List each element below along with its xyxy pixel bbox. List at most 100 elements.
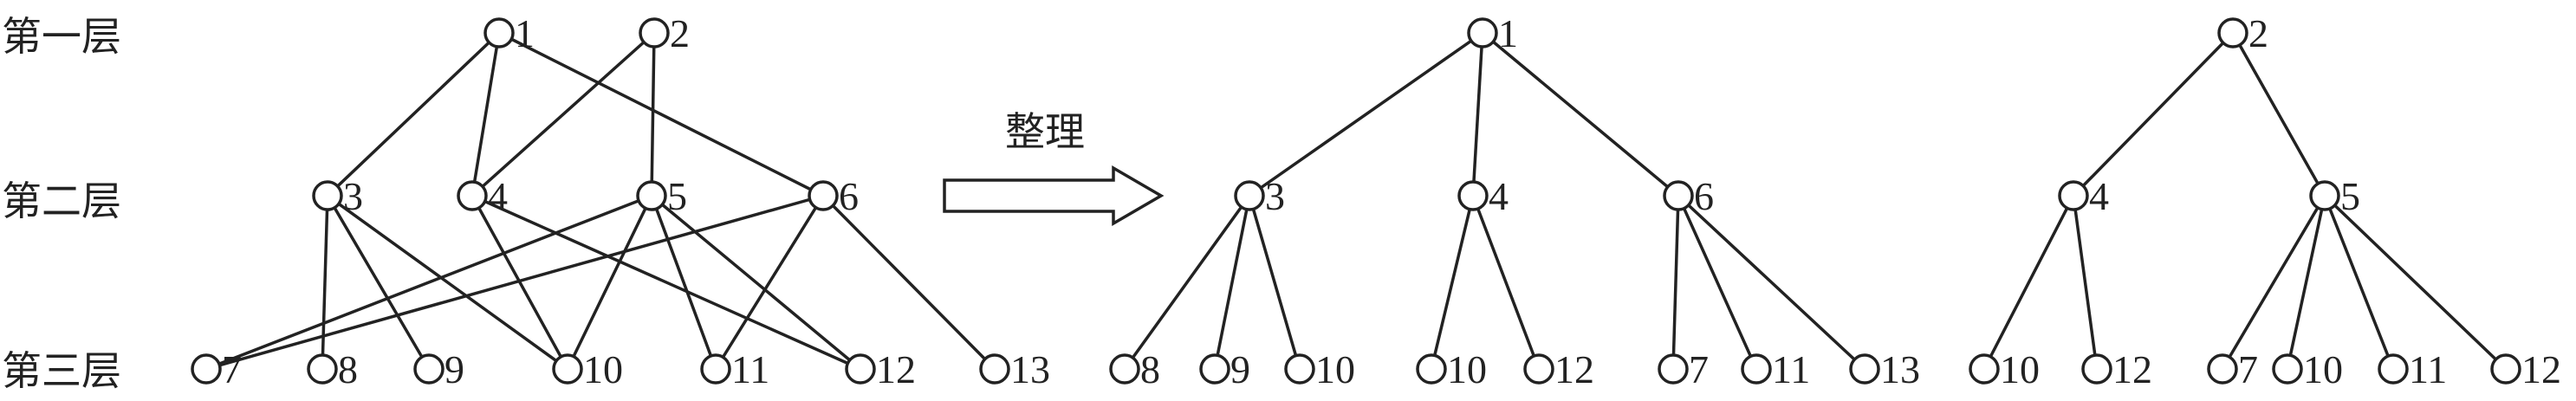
graph-node-10-circle: [552, 353, 583, 385]
tree1-leaf-2-0-circle: [1658, 353, 1689, 385]
tree1-leaf-2-0: 7: [1658, 347, 1709, 391]
layer-label-3: 第三层: [2, 349, 121, 393]
graph-node-2: 2: [639, 11, 690, 55]
tree2-leaf-0-1-circle: [2081, 353, 2112, 385]
graph-node-6: 6: [808, 174, 859, 218]
tree1-child-4: 4: [1457, 174, 1509, 218]
graph-node-12-circle: [845, 353, 876, 385]
tree1-child-3-label: 3: [1265, 174, 1285, 218]
tree2-edges: [1982, 31, 2508, 371]
graph-edge-5-7: [205, 194, 652, 371]
graph-node-12-label: 12: [876, 347, 916, 391]
tree2-leaf-0-0: 10: [1969, 347, 2040, 391]
graph-node-7: 7: [191, 347, 242, 391]
tree1-leaf-2-0-label: 7: [1689, 347, 1709, 391]
graph-node-11-label: 11: [731, 347, 769, 391]
graph-node-4-circle: [457, 180, 488, 211]
graph-edge-5-12: [650, 194, 862, 371]
right-arrow-icon: [943, 165, 1165, 227]
tree2-child-5-circle: [2309, 180, 2340, 211]
tree2-root-label: 2: [2248, 11, 2268, 55]
tree2-leaf-1-2: 11: [2378, 347, 2447, 391]
graph-edge-6-7: [205, 194, 824, 371]
graph-edge-5-10: [566, 195, 653, 370]
tree1-child-3: 3: [1234, 174, 1285, 218]
tree1-leaf-0-0: 8: [1109, 347, 1160, 391]
tree1-edge-2-1: [1677, 195, 1758, 370]
graph-node-1: 1: [483, 11, 535, 55]
tree1-leaf-2-1-circle: [1741, 353, 1772, 385]
graph-node-1-circle: [483, 17, 515, 49]
graph-edge-3-10: [326, 194, 569, 371]
tree1-leaf-0-0-circle: [1109, 353, 1140, 385]
graph-node-11: 11: [700, 347, 769, 391]
tree1-leaf-1-0: 10: [1416, 347, 1487, 391]
graph-node-9-label: 9: [444, 347, 464, 391]
tree2-edge-root-1: [2231, 32, 2326, 197]
graph-node-13: 13: [979, 347, 1050, 391]
tree2-edge-root-0: [2072, 31, 2235, 197]
graph-node-5-label: 5: [667, 174, 687, 218]
tree1-edge-2-0: [1671, 195, 1680, 370]
tree2-edge-1-1: [2286, 195, 2326, 370]
graph-edge-3-9: [326, 195, 431, 370]
graph-edge-3-8: [321, 195, 329, 370]
graph-node-8-label: 8: [338, 347, 358, 391]
tree2-child-5-label: 5: [2340, 174, 2360, 218]
tree2-leaf-1-3: 12: [2490, 347, 2561, 391]
tree1-child-3-circle: [1234, 180, 1265, 211]
tree1-edge-0-1: [1213, 195, 1251, 370]
graph-edge-1-3: [326, 31, 501, 197]
tree1-leaf-0-1-circle: [1199, 353, 1230, 385]
tree2-leaf-1-1-circle: [2272, 353, 2303, 385]
graph-node-3-circle: [312, 180, 343, 211]
tree2-leaf-1-3-circle: [2490, 353, 2521, 385]
tree1-edges: [1123, 31, 1866, 371]
tree1-leaf-1-0-label: 10: [1447, 347, 1487, 391]
graph-edge-6-13: [821, 194, 996, 371]
tree2-child-4: 4: [2058, 174, 2109, 218]
tree1-edge-root-0: [1248, 31, 1484, 197]
tree1-leaf-1-1: 12: [1523, 347, 1594, 391]
tree1-child-4-circle: [1457, 180, 1489, 211]
tree1-leaf-1-1-label: 12: [1554, 347, 1594, 391]
layer-label-2: 第二层: [2, 179, 121, 223]
tree1-leaf-2-2-circle: [1849, 353, 1880, 385]
graph-node-9-circle: [413, 353, 444, 385]
tree1-leaf-0-0-label: 8: [1140, 347, 1160, 391]
graph-edges: [205, 31, 996, 371]
tree2-root-circle: [2217, 17, 2248, 49]
graph-node-8: 8: [307, 347, 358, 391]
tree2-leaf-0-0-label: 10: [2000, 347, 2040, 391]
tree1-leaf-0-1-label: 9: [1230, 347, 1250, 391]
tree2-edge-1-3: [2323, 194, 2508, 371]
tree2-leaf-1-2-circle: [2378, 353, 2409, 385]
tree2-leaf-1-0-label: 7: [2238, 347, 2258, 391]
tree2-leaf-1-3-label: 12: [2521, 347, 2561, 391]
layer-labels: 第一层 第二层 第三层: [2, 15, 121, 393]
tree1-leaf-0-1: 9: [1199, 347, 1250, 391]
tree2-child-5: 5: [2309, 174, 2360, 218]
graph-node-7-label: 7: [222, 347, 242, 391]
tree1-edge-1-0: [1430, 195, 1475, 370]
tree2-leaf-0-0-circle: [1969, 353, 2000, 385]
tree1-leaf-2-1-label: 11: [1772, 347, 1810, 391]
graph-edge-6-11: [714, 195, 825, 370]
tree1-root-circle: [1467, 17, 1498, 49]
tree1-child-6: 6: [1663, 174, 1714, 218]
tree2-leaf-1-1: 10: [2272, 347, 2343, 391]
tree2-leaf-1-1-label: 10: [2303, 347, 2343, 391]
tree1-leaf-1-1-circle: [1523, 353, 1554, 385]
tree1-leaf-0-2-label: 10: [1315, 347, 1355, 391]
graph-node-5-circle: [636, 180, 667, 211]
layer-label-1: 第一层: [2, 15, 121, 59]
graph-edge-2-4: [470, 31, 656, 197]
tree2-edge-0-0: [1982, 195, 2075, 370]
tree1-child-6-circle: [1663, 180, 1694, 211]
graph-node-4-label: 4: [488, 174, 508, 218]
arrow-caption: 整理: [1005, 110, 1085, 154]
graph-node-10-label: 10: [583, 347, 623, 391]
graph-edge-1-6: [498, 31, 824, 197]
graph-node-9: 9: [413, 347, 464, 391]
